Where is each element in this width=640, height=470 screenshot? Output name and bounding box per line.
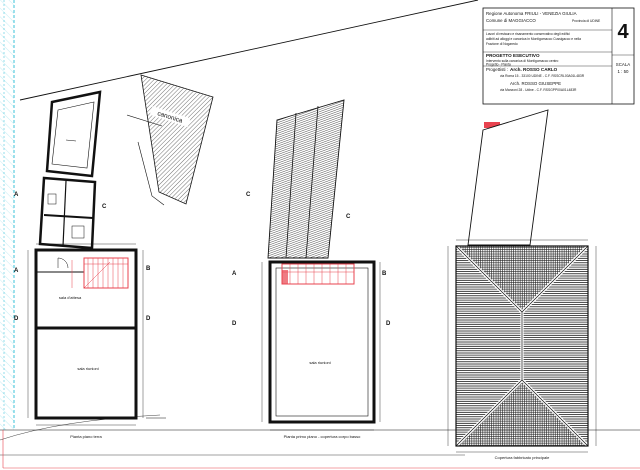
- scale-value: 1 : 50: [618, 69, 630, 74]
- section-marker-d-4: D: [386, 321, 391, 327]
- room-ground-small: sala d'attesa: [59, 295, 82, 300]
- tb-progettista-2: Arch. ROSSO GIUSEPPE: [510, 81, 561, 86]
- tb-progettisti-label: Progettisti :: [486, 67, 508, 72]
- canonica-outline: canonica: [126, 74, 214, 206]
- ground-stair: [83, 257, 129, 289]
- section-marker-c-3: C: [346, 214, 351, 220]
- caption-plan-1: Pianta piano terra: [70, 434, 102, 439]
- caption-plan-2: Pianta primo piano - copertura corpo bas…: [284, 434, 361, 439]
- tb-lavori-1: Lavori di restauro e risanamento conserv…: [486, 32, 570, 36]
- tb-lavori-2: adibiti ad alloggi e canonica in Montigo…: [486, 37, 581, 41]
- tb-region: Regione Autonoma FRIULI - VENEZIA GIULIA: [486, 11, 577, 16]
- plan-first-floor: sala riunioni Pianta primo piano - coper…: [232, 99, 391, 439]
- tb-lavori-3: Frazione di Nogaredo: [486, 42, 518, 46]
- first-stair: [281, 263, 355, 285]
- tb-intervento-1: Intervento sulla canonica di Montigomacc…: [486, 59, 559, 63]
- room-first: sala riunioni: [309, 360, 330, 365]
- title-block: Regione Autonoma FRIULI - VENEZIA GIULIA…: [482, 7, 635, 128]
- caption-plan-3: Copertura fabbricato principale: [495, 455, 550, 460]
- tb-comune: Comune di MAGGIACCO: [486, 18, 536, 23]
- section-marker-c-2: C: [246, 192, 251, 198]
- scale-label: SCALA: [616, 62, 630, 67]
- legend-swatch: [484, 122, 500, 128]
- section-marker-d: D: [14, 316, 19, 322]
- section-marker-a: A: [14, 192, 19, 198]
- section-marker-d-3: D: [232, 321, 237, 327]
- tb-progettista-2-addr: via Manzoni 28 - Udine - C.F. RSSGPP00A0…: [500, 88, 577, 92]
- tb-provincia: Provincia di UDINE: [572, 19, 601, 23]
- plan-main-roof: Copertura fabbricato principale: [447, 109, 597, 460]
- plan-ground-floor: sala d'attesa sala riunioni Pianta piano…: [14, 90, 166, 439]
- tb-progettista-1-addr: via Roma 15 - 33100 UDINE - C.F. RSSCRL0…: [500, 74, 585, 78]
- tb-progettista-1: Arch. ROSSO CARLO: [510, 67, 558, 72]
- section-marker-b-2: B: [382, 271, 387, 277]
- tb-intervento-2: Progetto - Pianta: [486, 63, 511, 67]
- section-marker-d-2: D: [146, 316, 151, 322]
- site-boundary-strip: [0, 0, 15, 430]
- section-marker-b: B: [146, 266, 151, 272]
- section-marker-c: C: [102, 204, 107, 210]
- tb-fase: PROGETTO ESECUTIVO: [486, 53, 540, 58]
- sheet-number: 4: [617, 21, 629, 43]
- room-ground-large: sala riunioni: [77, 366, 98, 371]
- section-marker-a-3: A: [232, 271, 237, 277]
- section-marker-a-2: A: [14, 268, 19, 274]
